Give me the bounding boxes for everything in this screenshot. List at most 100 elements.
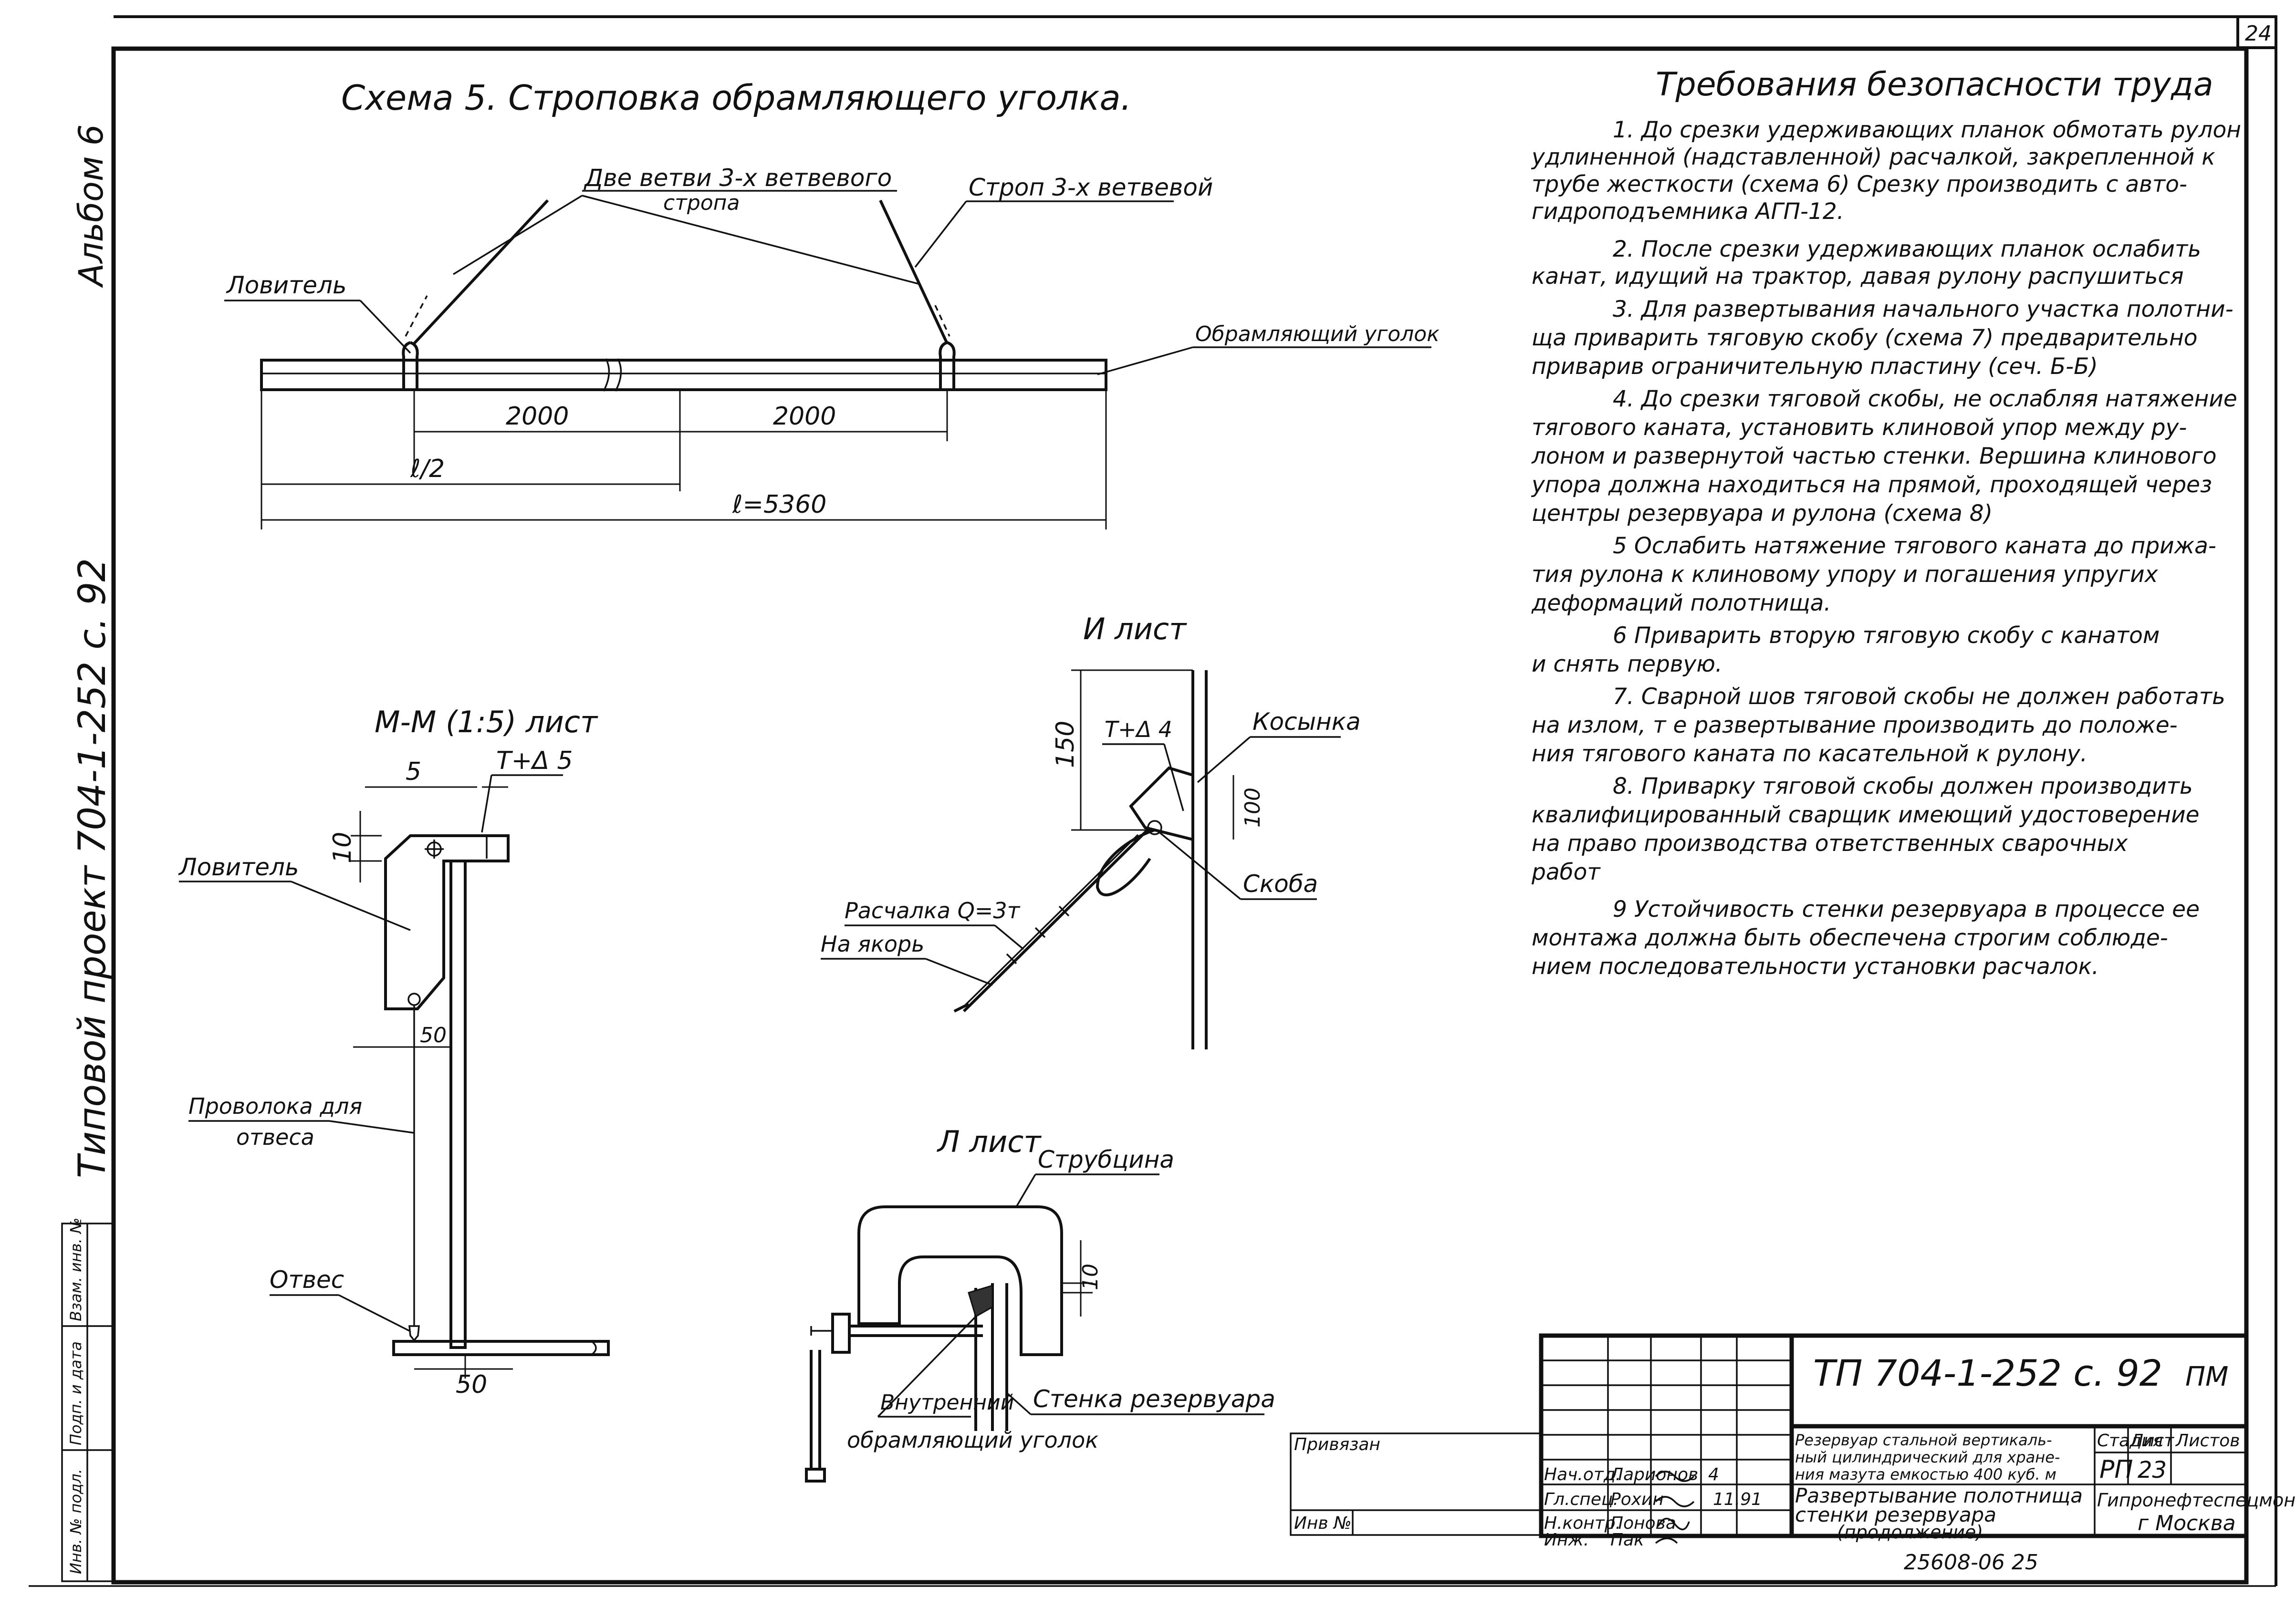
inv-label: Инв № xyxy=(1294,1514,1352,1533)
sheets-label: Листов xyxy=(2175,1431,2240,1451)
dim-total-length: ℓ=5360 xyxy=(732,490,826,519)
name-3: Понова xyxy=(1610,1514,1676,1533)
requirement-line: 3. Для развертывания начального участка … xyxy=(1613,296,2233,322)
dim-2000-left: 2000 xyxy=(506,402,569,431)
requirement-line: квалифицированный сварщик имеющий удосто… xyxy=(1532,802,2200,828)
requirement-line: упора должна находиться на прямой, прохо… xyxy=(1531,472,2212,498)
safety-requirements: Требования безопасности труда 1. До срез… xyxy=(1531,66,2241,980)
role-norm-control: Н.контр. xyxy=(1544,1514,1621,1533)
detail-l: Л лист 10 Струбцина Внутренний обрамляющ… xyxy=(805,1124,1275,1483)
dim-t-delta-4: T+Δ 4 xyxy=(1105,716,1172,742)
stage-label: Стадия xyxy=(2097,1431,2163,1451)
requirement-line: на право производства ответственных свар… xyxy=(1532,830,2129,857)
label-anchor: На якорь xyxy=(821,931,924,957)
requirement-line: приварив ограничительную пластину (сеч. … xyxy=(1532,353,2098,380)
role-engineer: Инж. xyxy=(1544,1530,1589,1550)
doc-code: ТП 704-1-252 с. 92 xyxy=(1813,1352,2162,1394)
requirement-line: монтажа должна быть обеспечена строгим с… xyxy=(1532,925,2168,951)
dim-50-upper: 50 xyxy=(420,1023,447,1047)
sling-right xyxy=(879,199,956,390)
sheet-code: ПМ xyxy=(2185,1361,2228,1392)
name-2: Рохин xyxy=(1610,1490,1664,1509)
label-wire-2: отвеса xyxy=(236,1124,314,1150)
requirement-line: 7. Сварной шов тяговой скобы не должен р… xyxy=(1613,684,2225,710)
tied-label: Привязан xyxy=(1294,1435,1380,1454)
dim-150: 150 xyxy=(1051,721,1080,768)
requirement-line: гидроподъемника АГП-12. xyxy=(1532,198,1844,225)
clamp-frame xyxy=(857,1205,1063,1356)
label-clamp: Струбцина xyxy=(1038,1146,1174,1173)
label-gusset: Косынка xyxy=(1252,708,1361,736)
requirement-line: работ xyxy=(1531,859,1601,885)
archive-number: 25608-06 25 xyxy=(1904,1550,2038,1575)
requirement-line: 2. После срезки удерживающих планок осла… xyxy=(1613,236,2201,262)
requirement-line: центры резервуара и рулона (схема 8) xyxy=(1532,500,1993,527)
sling-left xyxy=(402,199,549,390)
scheme-5: Схема 5. Строповка обрамляющего уголка. … xyxy=(224,78,1440,529)
stamp-sign-date: Подп. и дата xyxy=(67,1341,85,1445)
month-mark: 4 xyxy=(1708,1465,1719,1484)
page-number: 24 xyxy=(2245,21,2272,46)
requirement-line: деформаций полотнища. xyxy=(1531,590,1831,616)
label-tank-wall: Стенка резервуара xyxy=(1033,1385,1275,1413)
bracket-loop xyxy=(1096,829,1155,897)
role-chief-spec: Гл.спец. xyxy=(1544,1490,1618,1509)
signature-3 xyxy=(1657,1518,1690,1530)
section-m-m-title: М-М (1:5) лист xyxy=(375,705,598,739)
sheet-frame: 24 xyxy=(29,15,2277,1587)
requirement-line: 6 Приварить вторую тяговую скобу с канат… xyxy=(1613,622,2160,649)
detail-i-title: И лист xyxy=(1083,612,1187,646)
side-project-title: Типовой проект 704-1-252 с. 92 xyxy=(71,558,114,1178)
title-block: Привязан Инв № ТП 704-1-252 с. 92 ПМ Рез… xyxy=(1290,1333,2296,1575)
stage-value: РП xyxy=(2099,1455,2133,1484)
scheme-5-dimensions: 2000 2000 ℓ/2 ℓ=5360 xyxy=(261,391,1107,529)
label-catcher: Ловитель xyxy=(226,271,346,299)
object-desc: Резервуар стальной вертикаль- xyxy=(1795,1431,2052,1449)
signature-4 xyxy=(1655,1537,1678,1544)
requirement-line: тия рулона к клиновому упору и погашения… xyxy=(1532,561,2159,588)
label-two-branches-2: стропа xyxy=(663,191,740,215)
stamp-replace-inv: Взам. инв. № xyxy=(67,1218,85,1321)
signature-2 xyxy=(1655,1496,1695,1507)
requirement-line: на излом, т е развертывание производить … xyxy=(1532,712,2178,738)
requirement-line: 5 Ослабить натяжение тягового каната до … xyxy=(1613,533,2216,559)
dim-10-clamp: 10 xyxy=(1078,1264,1103,1290)
requirement-line: нием последовательности установки расчал… xyxy=(1532,954,2099,980)
organization: Гипронефтеспецмонтаж xyxy=(2097,1490,2296,1511)
label-catcher-section: Ловитель xyxy=(178,853,299,881)
drawing-title-3: (продолжение) xyxy=(1837,1522,1983,1543)
dim-50-lower: 50 xyxy=(456,1370,487,1399)
requirement-line: канат, идущий на трактор, давая рулону р… xyxy=(1532,263,2184,290)
stamp-inv-no: Инв. № подл. xyxy=(67,1469,85,1574)
label-plumb: Отвес xyxy=(270,1266,344,1294)
requirement-line: ща приварить тяговую скобу (схема 7) пре… xyxy=(1532,325,2198,351)
dim-100: 100 xyxy=(1241,788,1265,828)
signature-1 xyxy=(1655,1471,1695,1482)
catcher-body xyxy=(384,834,510,1010)
requirements-title: Требования безопасности труда xyxy=(1656,66,2213,104)
label-brace: Расчалка Q=3т xyxy=(845,898,1021,923)
label-inner-angle-2: обрамляющий уголок xyxy=(847,1427,1098,1453)
requirement-line: трубе жесткости (схема 6) Срезку произво… xyxy=(1532,171,2187,197)
name-4: Пак xyxy=(1610,1530,1644,1550)
object-desc-2: ный цилиндрический для хране- xyxy=(1795,1448,2060,1466)
label-framing-angle: Обрамляющий уголок xyxy=(1195,322,1440,346)
drawing-title-2: стенки резервуара xyxy=(1795,1503,1996,1526)
label-inner-angle: Внутренний xyxy=(880,1390,1014,1415)
requirement-line: 9 Устойчивость стенки резервуара в проце… xyxy=(1613,896,2200,923)
detail-i: И лист 150 100 T+Δ 4 Косынка Скоба Расча… xyxy=(821,612,1361,1049)
label-two-branches: Две ветви 3-х ветвевого xyxy=(584,164,892,192)
requirement-line: и снять первую. xyxy=(1532,651,1722,677)
requirement-line: ния тягового каната по касательной к рул… xyxy=(1532,741,2087,767)
requirement-line: тягового каната, установить клиновой упо… xyxy=(1532,415,2187,441)
sheet-value: 23 xyxy=(2138,1457,2167,1483)
dim-10: 10 xyxy=(328,832,357,863)
label-bracket: Скоба xyxy=(1243,870,1318,898)
organization-city: г Москва xyxy=(2138,1511,2236,1535)
album-label: Альбом 6 xyxy=(72,124,111,288)
dim-half-length: ℓ/2 xyxy=(410,455,445,483)
requirement-line: удлиненной (надставленной) расчалкой, за… xyxy=(1531,144,2215,170)
requirement-line: 1. До срезки удерживающих планок обмотат… xyxy=(1613,117,2241,143)
role-dept-head: Нач.отд. xyxy=(1544,1465,1621,1484)
detail-l-title: Л лист xyxy=(937,1124,1042,1159)
